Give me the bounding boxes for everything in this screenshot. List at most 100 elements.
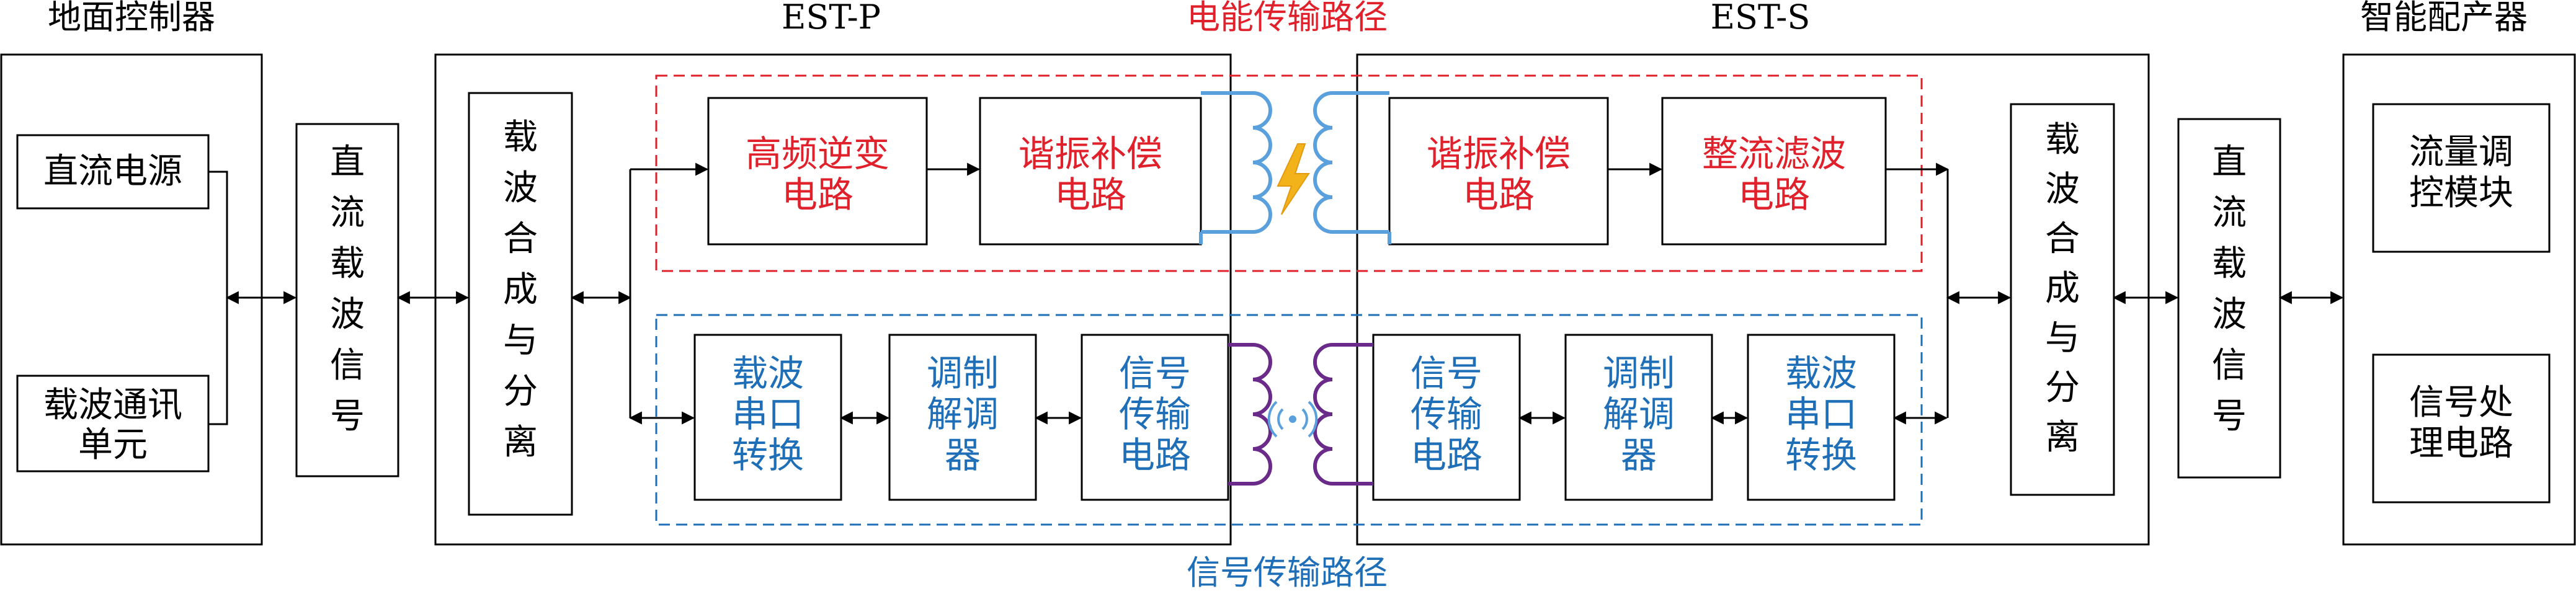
modem-p-text: 调制 解调 器 — [927, 352, 999, 476]
flow-module-label-2: 控模块 — [2409, 173, 2513, 213]
signal-proc-label-2: 理电路 — [2409, 424, 2513, 464]
modem-p-line: 解调 — [927, 393, 999, 435]
synth-right-char: 分 — [2045, 368, 2080, 408]
synth-right-char: 波 — [2045, 169, 2080, 210]
rectifier-label-1: 整流滤波 — [1702, 133, 1846, 175]
signal-path-title: 信号传输路径 — [1187, 553, 1388, 592]
synth-right-char: 载 — [2045, 120, 2080, 160]
dc-carrier-right-char: 直 — [2212, 142, 2247, 182]
ground-bus-line — [208, 171, 228, 425]
flow-module-label-1: 流量调 — [2409, 132, 2513, 172]
signal-circuit-s-text: 信号 传输 电路 — [1411, 352, 1482, 476]
carrier-comm-label-1: 载波通讯 — [43, 385, 182, 425]
signal-proc-box — [2372, 353, 2551, 504]
resonance-s-box — [1388, 97, 1609, 246]
carrier-serial-s-text: 载波 串口 转换 — [1785, 352, 1857, 476]
resonance-p-label-2: 电路 — [1054, 174, 1126, 216]
carrier-serial-s-line: 串口 — [1785, 393, 1857, 435]
est-p-title: EST-P — [782, 0, 881, 37]
dc-carrier-right-char: 号 — [2212, 396, 2247, 437]
rectifier-box — [1661, 97, 1887, 246]
hf-inverter-label-1: 高频逆变 — [746, 133, 889, 175]
synth-left-char: 离 — [503, 422, 538, 463]
dc-carrier-left-text: 直 流 载 波 信 号 — [330, 142, 365, 437]
hf-inverter-label-2: 电路 — [782, 174, 853, 216]
dc-carrier-right-char: 流 — [2212, 193, 2247, 233]
resonance-s-label-2: 电路 — [1463, 174, 1535, 216]
signal-circuit-s-line: 信号 — [1411, 352, 1482, 394]
dc-carrier-left-char: 直 — [330, 142, 365, 182]
carrier-comm-label-2: 单元 — [78, 425, 148, 465]
signal-circuit-s-line: 电路 — [1411, 434, 1482, 476]
modem-s-line: 调制 — [1603, 352, 1675, 394]
signal-coil-secondary — [1313, 343, 1373, 486]
carrier-serial-s-line: 载波 — [1785, 352, 1857, 394]
dc-carrier-right-char: 信 — [2212, 345, 2247, 386]
dc-carrier-right-text: 直 流 载 波 信 号 — [2212, 142, 2247, 437]
synth-left-char: 波 — [503, 168, 538, 208]
ground-controller-title: 地面控制器 — [48, 0, 215, 37]
carrier-serial-s-box — [1747, 334, 1896, 501]
carrier-serial-p-line: 串口 — [732, 393, 804, 435]
wireless-signal-icon — [1267, 401, 1318, 438]
resonance-s-label-1: 谐振补偿 — [1427, 133, 1571, 175]
dc-carrier-left-char: 波 — [330, 295, 365, 335]
signal-circuit-p-line: 传输 — [1119, 393, 1191, 435]
lightning-bolt-icon — [1277, 143, 1310, 215]
power-path-title: 电能传输路径 — [1187, 0, 1388, 37]
power-path-region — [655, 74, 1923, 272]
dc-carrier-left-char: 流 — [330, 193, 365, 233]
modem-s-line: 器 — [1621, 434, 1657, 476]
dc-carrier-right-box — [2177, 118, 2281, 479]
carrier-serial-p-box — [693, 334, 842, 501]
synth-left-text: 载 波 合 成 与 分 离 — [503, 117, 538, 463]
modem-s-text: 调制 解调 器 — [1603, 352, 1675, 476]
signal-circuit-s-line: 传输 — [1411, 393, 1482, 435]
dc-carrier-left-box — [295, 123, 399, 477]
synth-left-char: 载 — [503, 117, 538, 158]
smart-distributor-title: 智能配产器 — [2360, 0, 2528, 37]
carrier-serial-p-line: 载波 — [732, 352, 804, 394]
signal-coil-primary — [1228, 343, 1272, 486]
modem-s-line: 解调 — [1603, 393, 1675, 435]
synth-right-char: 合 — [2045, 219, 2080, 259]
modem-p-line: 调制 — [927, 352, 999, 394]
synth-right-char: 与 — [2045, 318, 2080, 358]
power-coil-secondary — [1313, 91, 1391, 244]
carrier-comm-box — [16, 375, 210, 473]
dc-carrier-left-char: 信 — [330, 345, 365, 386]
synth-left-char: 分 — [503, 371, 538, 412]
synth-right-box — [2010, 103, 2115, 496]
resonance-p-label-1: 谐振补偿 — [1018, 133, 1162, 175]
signal-circuit-p-text: 信号 传输 电路 — [1119, 352, 1191, 476]
flow-module-box — [2372, 103, 2551, 253]
synth-right-text: 载 波 合 成 与 分 离 — [2045, 120, 2080, 458]
synth-right-char: 离 — [2045, 417, 2080, 458]
carrier-serial-s-line: 转换 — [1785, 434, 1857, 476]
carrier-serial-p-line: 转换 — [732, 434, 804, 476]
carrier-serial-p-text: 载波 串口 转换 — [732, 352, 804, 476]
dc-carrier-right-char: 载 — [2212, 244, 2247, 284]
signal-circuit-p-box — [1081, 334, 1229, 501]
rectifier-label-2: 电路 — [1738, 174, 1810, 216]
modem-s-box — [1564, 334, 1713, 501]
synth-left-char: 与 — [503, 321, 538, 361]
signal-circuit-s-box — [1372, 334, 1521, 501]
dc-carrier-left-char: 载 — [330, 244, 365, 284]
modem-p-box — [888, 334, 1037, 501]
est-s-title: EST-S — [1711, 0, 1811, 37]
dc-source-label: 直流电源 — [43, 151, 182, 192]
dc-carrier-left-char: 号 — [330, 396, 365, 437]
signal-circuit-p-line: 电路 — [1119, 434, 1191, 476]
signal-proc-label-1: 信号处 — [2409, 383, 2513, 423]
hf-inverter-box — [707, 97, 928, 246]
synth-right-char: 成 — [2045, 268, 2080, 309]
signal-circuit-p-line: 信号 — [1119, 352, 1191, 394]
signal-path-region — [655, 314, 1923, 526]
modem-p-line: 器 — [945, 434, 981, 476]
resonance-p-box — [979, 97, 1202, 246]
dc-carrier-right-char: 波 — [2212, 295, 2247, 335]
power-coil-primary — [1199, 91, 1272, 244]
synth-left-char: 成 — [503, 270, 538, 310]
